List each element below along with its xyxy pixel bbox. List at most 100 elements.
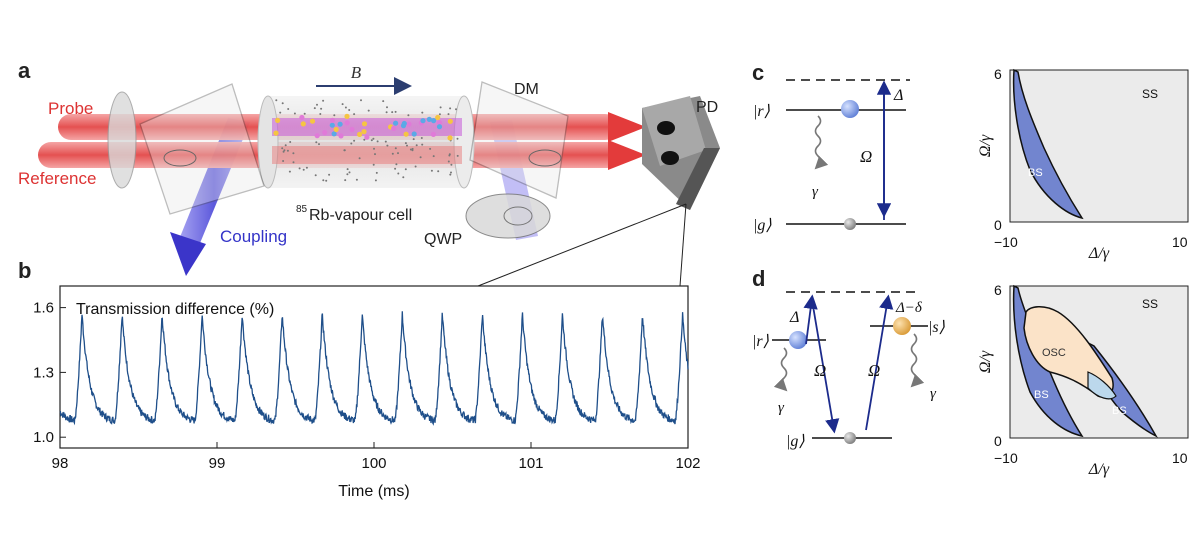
atom-dot xyxy=(394,167,397,170)
atom-dot xyxy=(414,165,417,168)
y-axis-label: Ω/γ xyxy=(977,350,994,373)
atom-dot xyxy=(349,126,355,133)
ytick-top: 6 xyxy=(994,282,1002,298)
atom-dot xyxy=(394,147,397,150)
atom-dot xyxy=(357,131,363,137)
atom-dot xyxy=(275,99,278,102)
qwp-label: QWP xyxy=(424,231,462,248)
decay-left-label: γ xyxy=(778,400,785,416)
atom-dot xyxy=(386,106,388,109)
level-scheme-d: |r⟩ |s⟩ |g⟩ Δ Δ−δ Ω Ω γ γ xyxy=(752,291,946,450)
atom-dot xyxy=(344,113,350,119)
atom-dot xyxy=(367,109,370,112)
atom-dot xyxy=(348,171,351,174)
quarter-wave-plate xyxy=(465,193,551,239)
atom-dot xyxy=(439,106,442,109)
atom-dot xyxy=(404,142,407,145)
atom-dot xyxy=(328,173,331,176)
atom-dot xyxy=(289,141,292,143)
atom-dot xyxy=(319,113,322,115)
rabi-label: Ω xyxy=(860,147,872,166)
atom-dot xyxy=(421,111,424,114)
x-tick-label: 102 xyxy=(675,455,700,472)
x-tick-label: 100 xyxy=(361,455,386,472)
reference-label: Reference xyxy=(18,169,96,188)
s-atom-icon xyxy=(893,317,911,335)
atom-dot xyxy=(407,114,410,117)
atom-dot xyxy=(436,124,443,130)
atom-dot xyxy=(394,110,397,113)
atom-dot xyxy=(309,118,316,124)
atom-dot xyxy=(333,126,339,133)
atom-dot xyxy=(343,149,346,152)
panel-label-c: c xyxy=(752,60,765,85)
atom-dot xyxy=(353,113,356,116)
x-axis-label: Δ/γ xyxy=(1088,245,1110,262)
left-down-arrow xyxy=(811,299,840,434)
atom-dot xyxy=(293,112,296,115)
atom-dot xyxy=(403,131,409,137)
atom-dots xyxy=(273,99,459,182)
atom-dot xyxy=(344,106,347,109)
atom-dot xyxy=(391,125,397,131)
ss-region-label: SS xyxy=(1142,87,1158,101)
atom-dot xyxy=(288,170,291,173)
atom-dot xyxy=(456,154,459,157)
rabi-left-label: Ω xyxy=(814,361,826,380)
atom-dot xyxy=(320,107,323,110)
atom-dot xyxy=(287,108,290,110)
atom-dot xyxy=(361,121,368,127)
isotope-label: 85 xyxy=(296,204,308,215)
atom-dot xyxy=(364,134,370,140)
atom-dot xyxy=(447,113,450,116)
r-state-label: |r⟩ xyxy=(752,333,770,350)
x-axis-label: Δ/γ xyxy=(1088,461,1110,478)
atom-dot xyxy=(314,174,317,177)
atom-dot xyxy=(281,102,284,105)
rydberg-atom-icon xyxy=(841,100,859,118)
atom-dot xyxy=(409,148,412,151)
atom-dot xyxy=(373,147,375,150)
atom-dot xyxy=(438,113,441,116)
atom-dot xyxy=(395,163,398,166)
atom-dot xyxy=(303,112,306,115)
chart-title: Transmission difference (%) xyxy=(76,301,274,318)
atom-dot xyxy=(450,171,452,174)
atom-dot xyxy=(346,173,349,176)
atom-dot xyxy=(402,176,405,179)
atom-dot xyxy=(361,129,367,135)
panel-label-a: a xyxy=(18,58,31,83)
phase-diagram-d: SS OSC BS BS 6 0 −10 10 Δ/γ Ω/γ xyxy=(977,282,1189,478)
atom-dot xyxy=(302,168,305,171)
atom-dot xyxy=(411,149,414,152)
ss-region-label: SS xyxy=(1142,297,1158,311)
y-axis-label: Ω/γ xyxy=(977,134,994,157)
x-tick-label: 99 xyxy=(209,455,226,472)
vapour-cell-label: Rb-vapour cell xyxy=(309,207,412,224)
atom-dot xyxy=(426,116,432,122)
atom-dot xyxy=(292,152,295,155)
ytick-bottom: 0 xyxy=(994,217,1002,233)
atom-dot xyxy=(353,139,356,142)
atom-dot xyxy=(286,149,289,152)
r-state-label: |r⟩ xyxy=(753,103,771,120)
atom-dot xyxy=(385,111,388,114)
bs-region-label: BS xyxy=(1028,167,1043,179)
x-axis-label: Time (ms) xyxy=(338,483,409,500)
atom-dot xyxy=(456,137,459,140)
atom-dot xyxy=(397,152,399,155)
pd-label: PD xyxy=(696,99,718,116)
atom-dot xyxy=(386,144,389,147)
atom-dot xyxy=(344,120,350,126)
input-dichroic-mirror xyxy=(139,83,265,215)
atom-dot xyxy=(384,140,387,143)
atom-dot xyxy=(341,103,344,106)
atom-dot xyxy=(292,161,295,164)
atom-dot xyxy=(322,99,325,102)
setup-diagram: B Probe Reference Coupling 85 Rb-vapour … xyxy=(18,63,720,287)
atom-dot xyxy=(393,120,399,126)
dm-label: DM xyxy=(514,81,539,98)
atom-dot xyxy=(282,150,285,153)
